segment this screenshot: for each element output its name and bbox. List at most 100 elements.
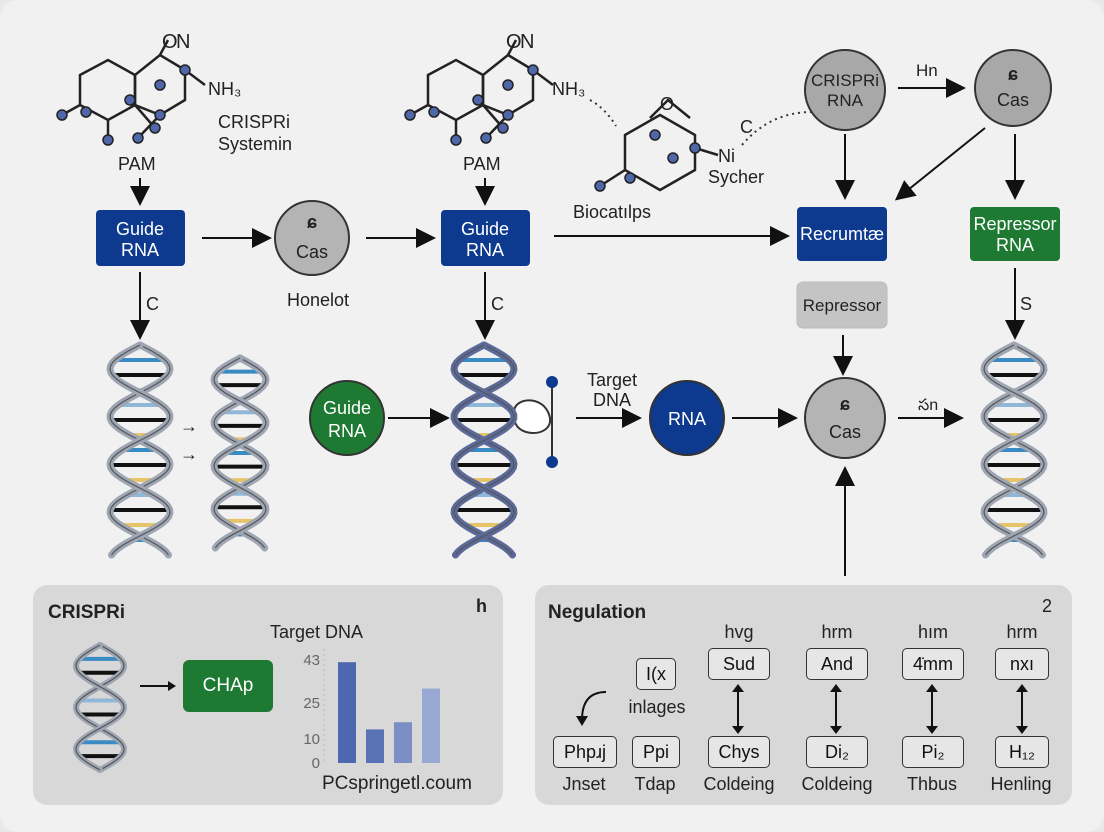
cas-label-left: Cas — [296, 242, 328, 262]
neg-double-arrow-2 — [732, 684, 744, 734]
binding-complex — [512, 376, 558, 468]
repressor-label: Repressor — [803, 296, 882, 315]
atom-n-left: N — [176, 31, 190, 53]
honelot-label: Honelot — [287, 290, 349, 310]
panel-negulation-title: Negulation — [548, 602, 647, 623]
neg-bottom-caption-5: Henling — [990, 774, 1052, 794]
neg-top-box-0: I(x — [636, 658, 676, 690]
guide-rna-circle-line1: Guide — [323, 398, 371, 418]
panel-crispri-title: CRISPRi — [48, 602, 126, 623]
neg-bottom-box-4: Pi₂ — [902, 736, 964, 768]
dna-helix-2 — [210, 354, 270, 552]
c-label-center: C — [740, 117, 753, 137]
crispri-system-line2: Systemin — [218, 134, 292, 154]
hn-label: Hn — [916, 61, 938, 80]
cas-circle-middle — [804, 377, 886, 459]
dna-helix-1 — [106, 341, 174, 559]
neg-bottom-caption-1: Tdap — [634, 774, 676, 794]
molecule-top-left — [61, 39, 206, 140]
guide-rna-middle-line2: RNA — [466, 240, 504, 260]
molecule-top-middle-atoms — [404, 64, 539, 146]
neg-bottom-caption-3: Coldeing — [801, 774, 873, 794]
neg-bottom-box-2: Chys — [708, 736, 770, 768]
neg-top-caption-5: hrm — [1006, 622, 1038, 642]
guide-rna-circle-line2: RNA — [328, 421, 366, 441]
guide-rna-circle-middle-row — [309, 380, 385, 456]
guide-rna-box-left — [96, 210, 185, 266]
target-dna-line1: Target — [587, 370, 637, 390]
crispri-rna-line1: CRISPRi — [811, 71, 879, 90]
neg-bottom-box-3: Di₂ — [806, 736, 868, 768]
pam-label-left: PAM — [118, 154, 156, 174]
cas-icon-top-right: ɕ — [1008, 64, 1018, 84]
bar-chart: 43 25 10 0 — [303, 649, 440, 772]
atom-o-center: O — [660, 94, 674, 114]
dna-helix-4 — [980, 341, 1048, 559]
crispri-rna-circle — [804, 49, 886, 131]
arrow-c-middle: C — [491, 294, 504, 314]
neg-bottom-box-1: Ppi — [632, 736, 680, 768]
neg-bottom-box-0: Phpɹj — [553, 736, 617, 768]
ni-label: Ni — [718, 146, 735, 166]
recruit-label: Recrumtæ — [800, 224, 884, 244]
neg-top-box-2: Sud — [708, 648, 770, 680]
neg-bottom-caption-0: Jnset — [562, 774, 606, 794]
panel-negulation-corner: 2 — [1042, 596, 1053, 616]
chap-box: CHAp — [183, 660, 273, 712]
crispri-rna-line2: RNA — [827, 91, 864, 110]
cas-icon-left: ɕ — [307, 212, 317, 232]
molecule-top-middle — [409, 39, 554, 140]
guide-rna-middle-line1: Guide — [461, 219, 509, 239]
small-arrow-1: → — [180, 416, 198, 436]
atom-n-middle: N — [520, 31, 534, 53]
neg-top-box-5: nхı — [995, 648, 1049, 680]
arrow-cas-to-recruit — [894, 127, 986, 201]
panel-negulation — [535, 585, 1072, 805]
cas-circle-top-right — [974, 49, 1052, 127]
guide-rna-box-middle — [441, 210, 530, 266]
nh3-middle: NH₃ — [552, 79, 585, 99]
repressor-box — [796, 281, 888, 329]
y-tick-label: 10 — [303, 731, 320, 748]
molecule-center-atoms — [594, 129, 701, 192]
biocat-label: Biocatılps — [573, 202, 651, 222]
source-label: PCspringetl.coum — [322, 773, 472, 794]
repressor-rna-line2: RNA — [996, 235, 1034, 255]
neg-double-arrow-3 — [830, 684, 842, 734]
y-tick-label: 43 — [303, 652, 320, 669]
cas-circle-left — [274, 200, 350, 276]
y-tick-label: 0 — [312, 755, 320, 772]
cas-label-top-right: Cas — [997, 90, 1029, 110]
sycher-label: Sycher — [708, 167, 764, 187]
repressor-rna-line1: Repressor — [973, 214, 1056, 234]
chart-title: Target DNA — [270, 622, 364, 642]
molecule-center — [599, 98, 719, 192]
neg-top-sub-0: inlages — [628, 697, 686, 717]
guide-rna-left-line2: RNA — [121, 240, 159, 260]
chart-bar — [338, 662, 356, 763]
crispri-system-line1: CRISPRi — [218, 112, 290, 132]
pam-label-middle: PAM — [463, 154, 501, 174]
guide-rna-left-line1: Guide — [116, 219, 164, 239]
nh3-left: NH₃ — [208, 79, 241, 99]
chart-bar — [394, 722, 412, 763]
atom-o-left: O — [162, 31, 178, 53]
molecule-top-left-atoms — [56, 64, 191, 146]
en-label: సn — [918, 397, 938, 414]
dotted-link-middle — [589, 99, 617, 127]
neg-double-arrow-4 — [926, 684, 938, 734]
small-arrow-2: → — [180, 444, 198, 464]
arrow-panel-dna-to-chap — [140, 681, 176, 691]
rna-circle — [649, 380, 725, 456]
neg-top-box-4: 4̇mm — [902, 648, 964, 680]
cas-label-middle: Cas — [829, 422, 861, 442]
arrow-c-left: C — [146, 294, 159, 314]
chart-bar — [422, 688, 440, 763]
s-label: S — [1020, 294, 1032, 314]
y-tick-label: 25 — [303, 695, 320, 712]
target-dna-line2: DNA — [593, 390, 631, 410]
chart-bar — [366, 729, 384, 763]
neg-curved-arrow-0 — [576, 691, 607, 726]
cas-icon-middle: ɕ — [840, 394, 850, 414]
